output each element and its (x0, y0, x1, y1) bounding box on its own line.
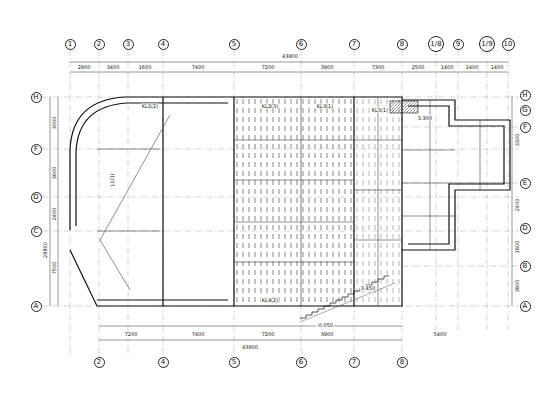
dimension-text: 7300 (371, 65, 386, 70)
dimension-text: 3600 (52, 166, 57, 181)
dimension-text: 7200 (261, 65, 276, 70)
beam-label: KL2(3) (261, 104, 279, 109)
grid-bubble: 7 (349, 357, 360, 368)
grid-label: H (33, 94, 38, 101)
grid-bubble: 6 (296, 357, 307, 368)
grid-bubble: 6 (296, 39, 307, 50)
grid-label: 1/9 (481, 41, 492, 48)
dimension-text: 3400 (106, 65, 121, 70)
grid-bubble: E (520, 178, 531, 189)
grid-label: 4 (161, 41, 165, 48)
dimension-text: 1400 (465, 65, 480, 70)
grid-label: 8 (400, 359, 404, 366)
grid-label: 1/8 (430, 41, 441, 48)
beam-label: L1(1) (110, 172, 115, 187)
grid-label: 8 (400, 41, 404, 48)
grid-label: 10 (504, 41, 513, 48)
dimension-text: 3800 (515, 279, 520, 294)
grid-label: 5 (232, 41, 236, 48)
grid-label: 5 (232, 359, 236, 366)
grid-label: 9 (456, 41, 460, 48)
grid-label: 6 (299, 41, 303, 48)
grid-label: D (522, 225, 527, 232)
grid-bubble: 2 (94, 39, 105, 50)
beam-label: 3.450 (360, 286, 376, 291)
grid-bubble: 8 (397, 357, 408, 368)
grid-bubble: F (31, 144, 42, 155)
dimension-text: 3300 (515, 133, 520, 148)
grid-label: A (523, 303, 528, 310)
grid-label: E (523, 180, 527, 187)
grid-label: 6 (299, 359, 303, 366)
grid-label: A (34, 303, 39, 310)
grid-label: C (34, 228, 39, 235)
grid-bubble: H (520, 90, 531, 101)
grid-label: F (34, 146, 38, 153)
grid-bubble: 10 (502, 38, 515, 51)
grid-label: 4 (161, 359, 165, 366)
dimension-text: 2400 (515, 198, 520, 213)
grid-bubble: 4 (158, 357, 169, 368)
grid-label: D (33, 194, 38, 201)
dimension-text: 1400 (440, 65, 455, 70)
grid-bubble: 5 (229, 357, 240, 368)
dimension-text: 2900 (77, 65, 92, 70)
grid-bubble: F (520, 122, 531, 133)
grid-bubble: 5 (229, 39, 240, 50)
dimension-text: 1400 (490, 65, 505, 70)
dimension-text: 1800 (515, 240, 520, 255)
grid-bubble: G (520, 105, 531, 116)
grid-bubble: H (31, 92, 42, 103)
grid-bubble: 2 (94, 357, 105, 368)
grid-label: 1 (68, 41, 72, 48)
dimension-text: 7500 (52, 261, 57, 276)
dimension-text: 7200 (124, 332, 139, 337)
grid-bubble: 9 (453, 39, 464, 50)
grid-label: 7 (352, 359, 356, 366)
dimension-text: 7400 (191, 65, 206, 70)
grid-bubble: A (31, 301, 42, 312)
dimension-text: 3900 (320, 65, 335, 70)
beam-label: 3.300 (417, 116, 433, 121)
grid-bubble: 3 (123, 39, 134, 50)
grid-label: F (523, 124, 527, 131)
dimension-text: 43800 (281, 54, 299, 59)
dimension-text: 3000 (52, 116, 57, 131)
dimension-text: 43800 (241, 345, 259, 350)
dimension-text: 1600 (138, 65, 153, 70)
grid-label: B (523, 263, 528, 270)
grid-bubble: D (31, 192, 42, 203)
dimension-text: 2400 (52, 207, 57, 222)
grid-label: 2 (97, 41, 101, 48)
grid-label: G (522, 107, 527, 114)
grid-bubble: A (520, 301, 531, 312)
grid-bubble: 8 (397, 39, 408, 50)
dimension-text: 2500 (411, 65, 426, 70)
beam-label: KL5(1) (371, 108, 389, 113)
beam-label: KL3(1) (316, 104, 334, 109)
beam-label: -0.050 (316, 323, 334, 328)
grid-bubble: D (520, 223, 531, 234)
grid-bubble: C (31, 226, 42, 237)
grid-bubble: B (520, 261, 531, 272)
dimension-text: 5400 (433, 332, 448, 337)
grid-bubble: 7 (349, 39, 360, 50)
grid-label: 3 (126, 41, 130, 48)
grid-bubble: 1/8 (428, 36, 444, 52)
dimension-text: 7200 (261, 332, 276, 337)
beam-label: KL4(2) (261, 298, 279, 303)
grid-label: 7 (352, 41, 356, 48)
dimension-text: 7400 (191, 332, 206, 337)
dimension-text: 3900 (320, 332, 335, 337)
grid-bubble: 4 (158, 39, 169, 50)
grid-label: 2 (97, 359, 101, 366)
beam-label: KL1(2) (141, 104, 159, 109)
grid-bubble: 1 (65, 39, 76, 50)
grid-bubble: 1/9 (479, 36, 495, 52)
grid-label: H (522, 92, 527, 99)
dimension-text: 28800 (43, 241, 48, 259)
